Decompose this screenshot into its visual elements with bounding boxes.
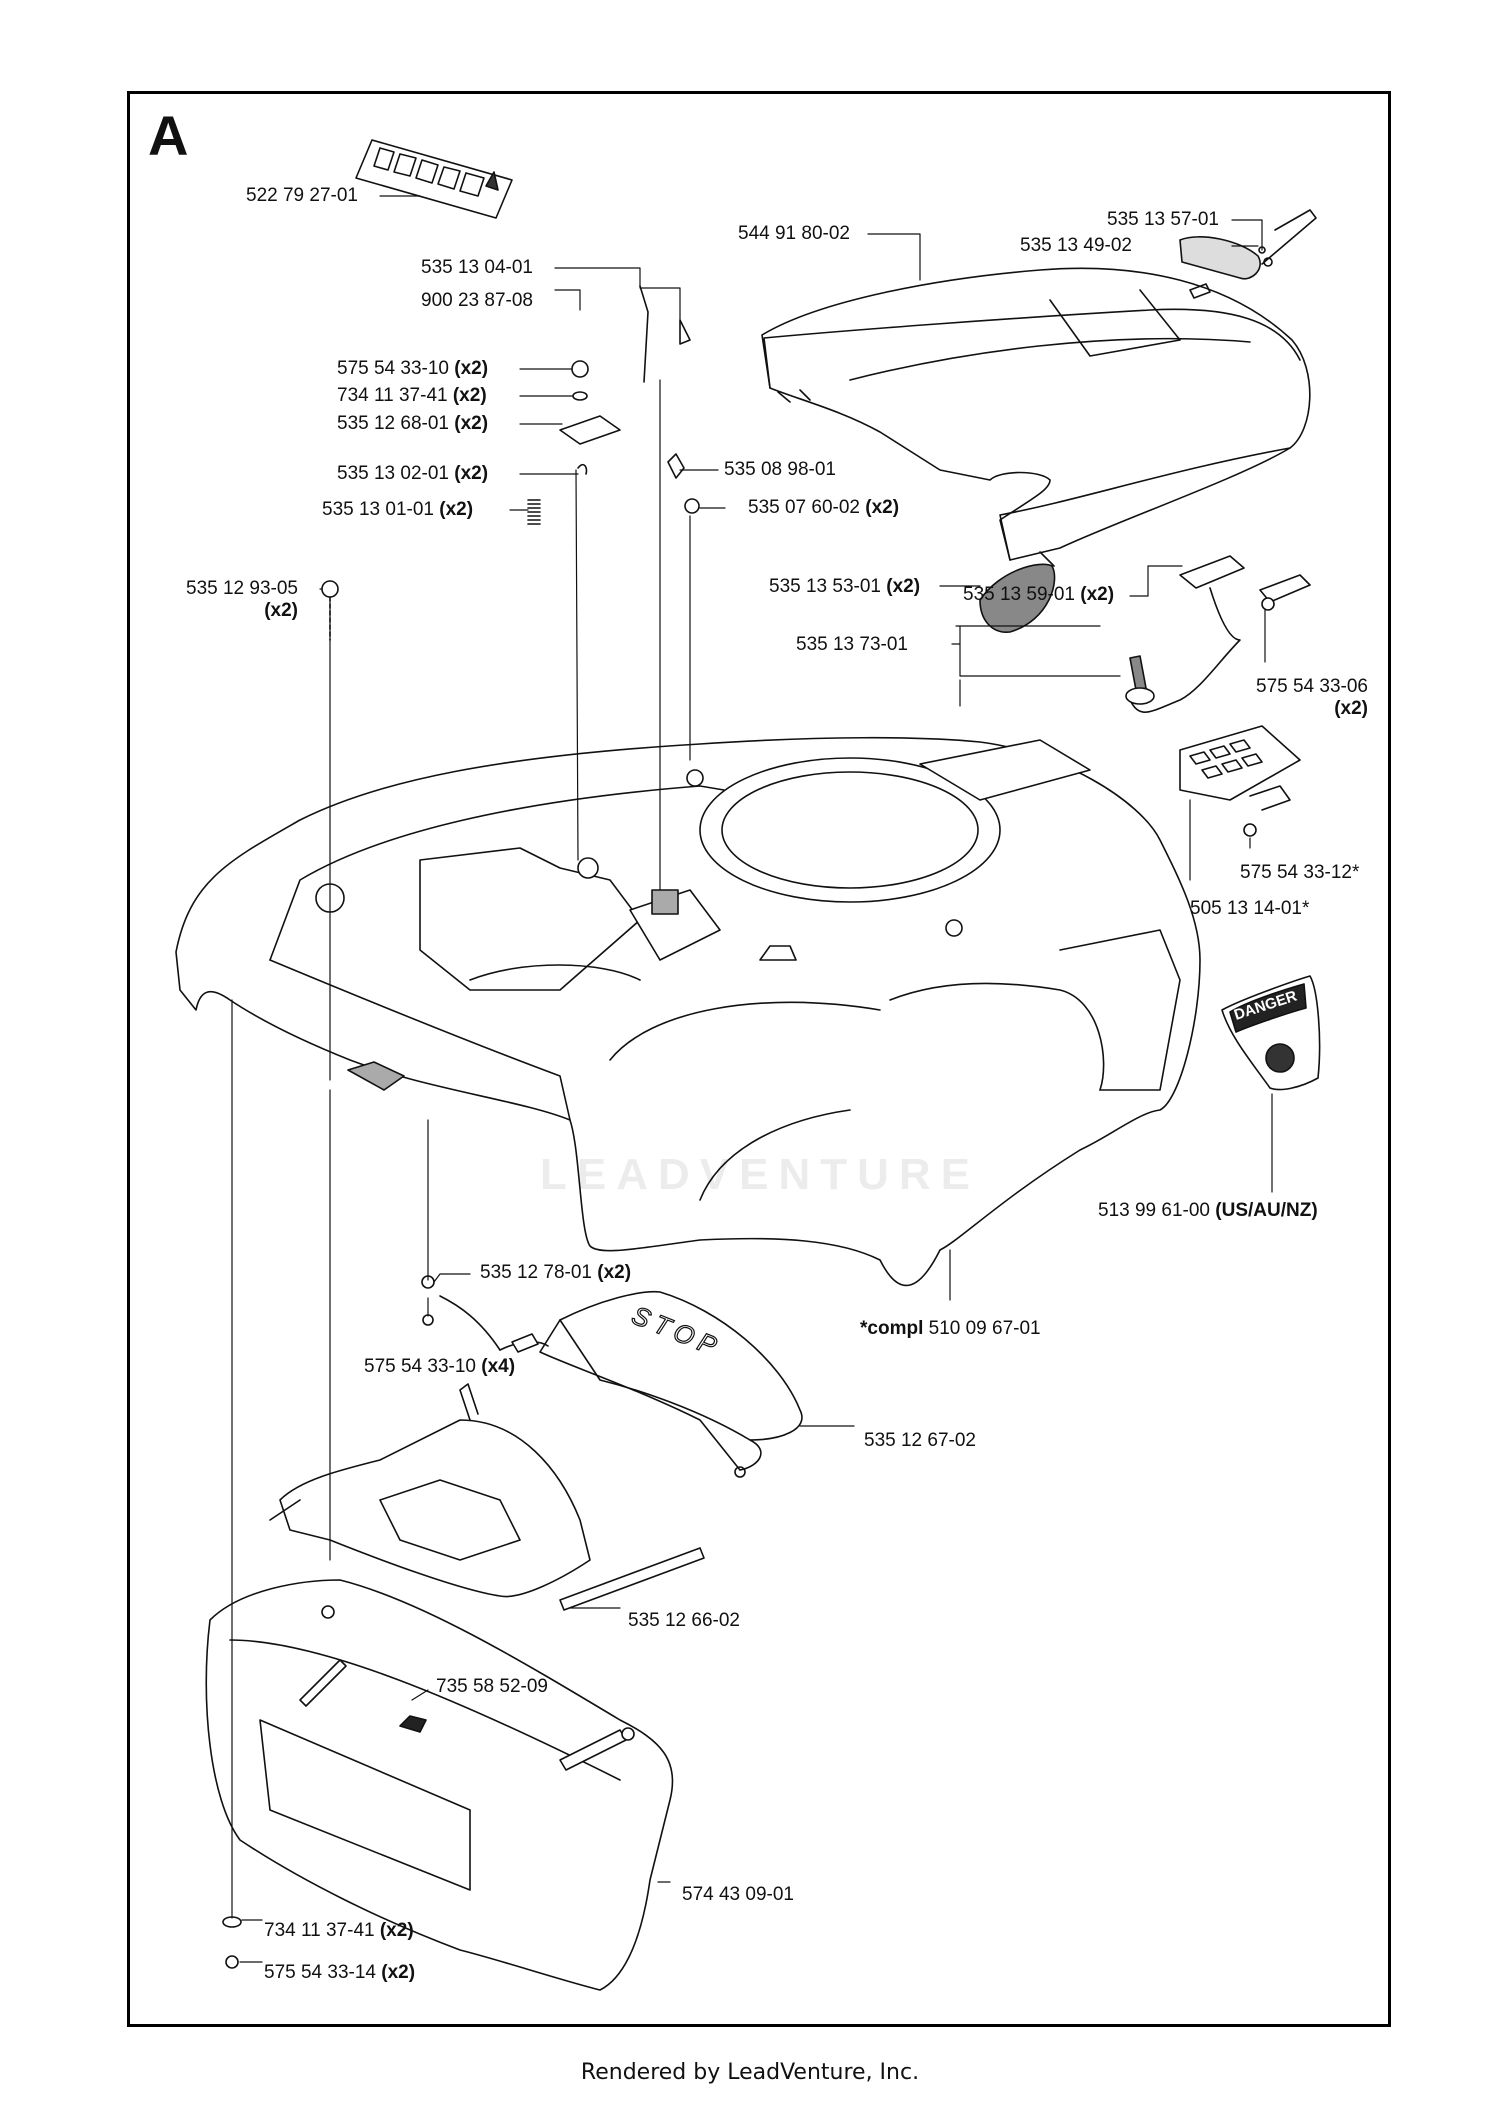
part-label-535130201: 535 13 02-01 (x2) [337,463,489,484]
danger-decal [1221,975,1321,1091]
part-label-535076002: 535 07 60-02 (x2) [748,497,900,518]
stop-cover [439,1290,803,1478]
part-label-510096701: *compl 510 09 67-01 [860,1318,1041,1339]
main-body-shell [175,736,1201,1287]
sensor-bracket [1125,555,1311,713]
section-letter: A [148,104,189,167]
part-label-535127801: 535 12 78-01 (x2) [480,1262,632,1283]
warning-label-sticker [355,139,513,219]
part-label-535135701: 535 13 57-01 [1107,209,1219,230]
small-hardware [222,285,1275,1969]
leader-lines [231,195,1273,1963]
part-label-535137301: 535 13 73-01 [796,634,908,655]
part-label-535130101: 535 13 01-01 (x2) [322,499,474,520]
part-label-513996100: 513 99 61-00 (US/AU/NZ) [1098,1200,1318,1221]
part-label-535126702: 535 12 67-02 [864,1430,976,1451]
watermark: LEADVENTURE [539,1150,981,1199]
part-label-522792701: 522 79 27-01 [246,185,358,206]
part-label-544918002: 544 91 80-02 [738,223,850,244]
cover-latch [1179,209,1317,299]
part-label-535089801: 535 08 98-01 [724,459,836,480]
part-label-505131401: 505 13 14-01* [1190,898,1310,919]
cover-hinge-handle [979,551,1056,633]
keypad-cover [1179,725,1301,811]
part-label-575543314: 575 54 33-14 (x2) [264,1962,416,1983]
part-label-535130401: 535 13 04-01 [421,257,533,278]
part-label-575543306: 575 54 33-06(x2) [1256,676,1368,719]
front-top-cover [269,1383,705,1611]
part-label-735585209: 735 58 52-09 [436,1676,548,1697]
top-cover [761,267,1311,561]
front-bumper [205,1579,674,1991]
footer-rendered-by: Rendered by LeadVenture, Inc. [580,2060,920,2085]
diagram-frame [127,91,1391,2027]
part-label-574430901: 574 43 09-01 [682,1884,794,1905]
part-label-535126602: 535 12 66-02 [628,1610,740,1631]
part-label-535129305: 535 12 93-05(x2) [186,578,298,621]
part-label-575543310-a: 575 54 33-10 (x2) [337,358,489,379]
part-label-535134902: 535 13 49-02 [1020,235,1132,256]
part-label-900238708: 900 23 87-08 [421,290,533,311]
part-label-535135901: 535 13 59-01 (x2) [963,584,1115,605]
part-label-734113741-b: 734 11 37-41 (x2) [264,1920,414,1941]
part-label-734113741-a: 734 11 37-41 (x2) [337,385,487,406]
part-label-575543312: 575 54 33-12* [1240,862,1360,883]
part-label-535126801: 535 12 68-01 (x2) [337,413,489,434]
part-label-575543310-b: 575 54 33-10 (x4) [364,1356,516,1377]
part-label-535135301: 535 13 53-01 (x2) [769,576,921,597]
